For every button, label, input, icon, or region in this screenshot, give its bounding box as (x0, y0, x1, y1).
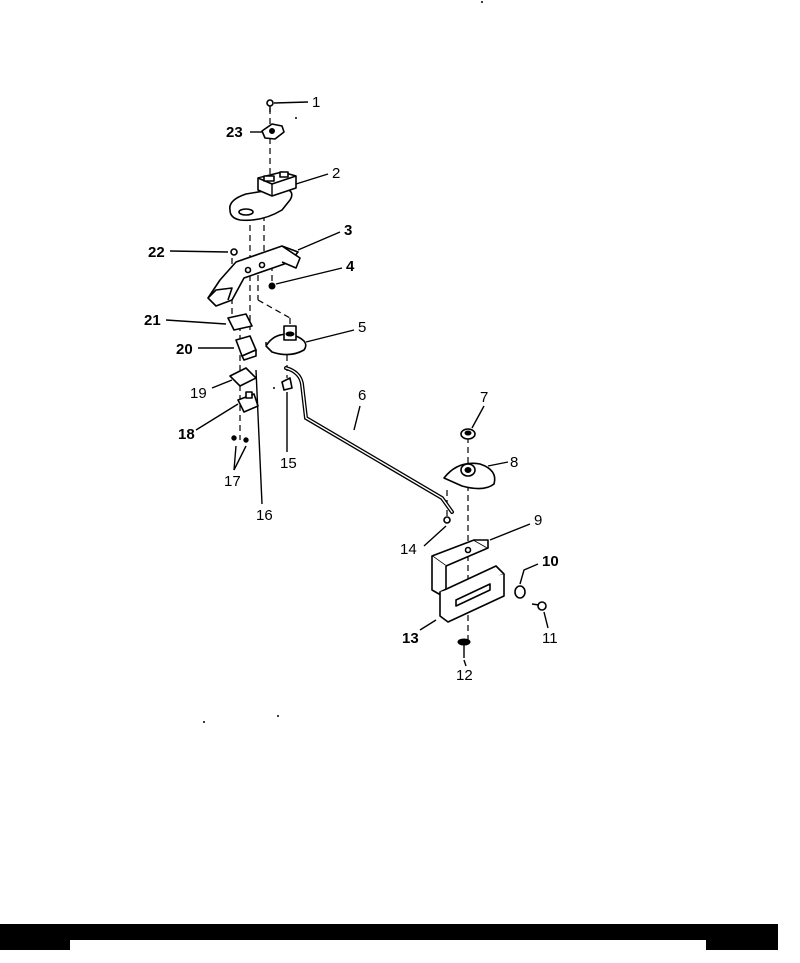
bottom-border-bar (0, 924, 778, 950)
label-9: 9 (534, 512, 542, 529)
part-11-screw (531, 601, 547, 611)
label-13: 13 (402, 630, 419, 647)
part-6-rod (284, 366, 454, 514)
part-17-screws (231, 435, 249, 443)
part-10-nut (514, 585, 526, 599)
part-3-mounting-bracket (207, 245, 301, 307)
label-10: 10 (542, 553, 559, 570)
label-11: 11 (542, 630, 558, 647)
label-20: 20 (176, 341, 193, 358)
part-7-nut (460, 428, 476, 440)
part-2-switch-bracket (229, 171, 297, 222)
label-14: 14 (400, 541, 417, 558)
label-17: 17 (224, 473, 241, 490)
part-14-clip (443, 516, 451, 524)
label-1: 1 (312, 94, 320, 111)
part-20-actuator (235, 335, 257, 361)
part-1-screw (266, 99, 274, 112)
label-6: 6 (358, 387, 366, 404)
scan-specks (203, 1, 483, 723)
label-18: 18 (178, 426, 195, 443)
part-18-actuator (237, 391, 259, 413)
label-3: 3 (344, 222, 352, 239)
label-23: 23 (226, 124, 243, 141)
part-13-plate (439, 565, 505, 623)
leader-lines (165, 101, 549, 667)
part-5-cam (265, 325, 307, 356)
part-8-cam (443, 462, 496, 490)
label-5: 5 (358, 319, 366, 336)
label-4: 4 (346, 258, 355, 275)
label-19: 19 (190, 385, 207, 402)
label-22: 22 (148, 244, 165, 261)
part-21-pad (227, 313, 253, 331)
label-8: 8 (510, 454, 518, 471)
label-15: 15 (280, 455, 297, 472)
part-22-screw (230, 248, 238, 256)
label-2: 2 (332, 165, 340, 182)
part-4-screw (268, 282, 276, 290)
part-23-clip (261, 123, 285, 140)
part-19-pad (229, 367, 257, 387)
label-21: 21 (144, 312, 161, 329)
part-12-screw (457, 638, 471, 658)
label-16: 16 (256, 507, 273, 524)
label-7: 7 (480, 389, 488, 406)
label-12: 12 (456, 667, 473, 684)
part-9-bracket (431, 539, 489, 599)
part-labels: 1 2 3 4 5 6 7 8 9 10 11 12 13 14 15 16 1… (144, 94, 559, 684)
part-15-clip (281, 377, 293, 391)
